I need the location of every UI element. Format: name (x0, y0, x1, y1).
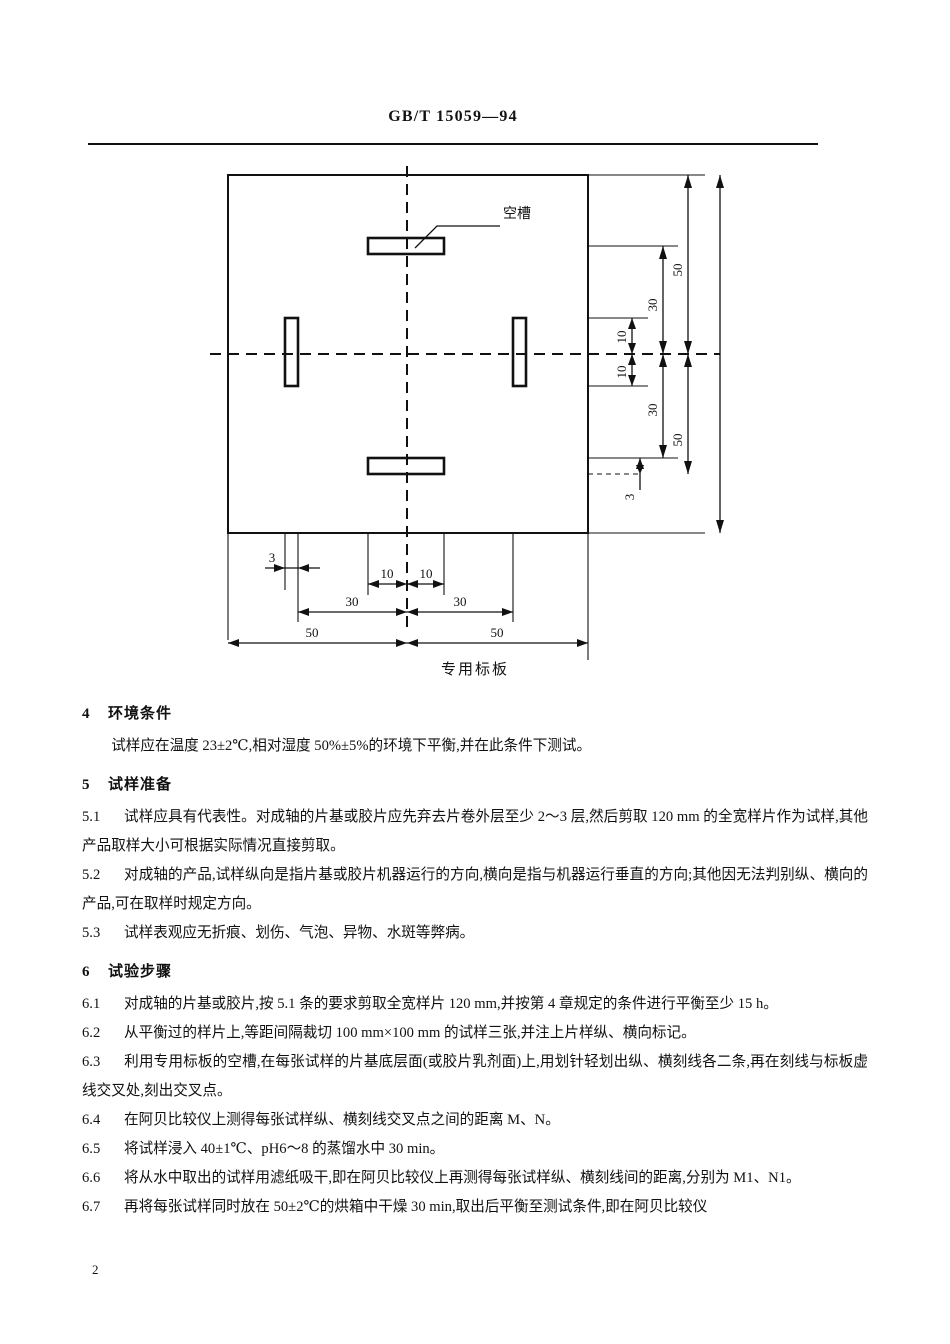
clause-text-6-2: 从平衡过的样片上,等距间隔裁切 100 mm×100 mm 的试样三张,并注上片… (124, 1025, 696, 1041)
section-title-6: 试验步骤 (108, 964, 173, 980)
section-heading-6: 6 试验步骤 (82, 958, 868, 986)
clause-number-5-1: 5.1 (82, 809, 101, 825)
dim-arrowheads-right (628, 175, 724, 533)
section-number-6: 6 (82, 964, 91, 980)
clause-text-6-6: 将从水中取出的试样用滤纸吸干,即在阿贝比较仪上再测得每张试样纵、横刻线间的距离,… (124, 1170, 801, 1186)
dim-label-bottom-50-left: 50 (306, 625, 319, 640)
slot-left-vertical (283, 316, 300, 388)
section-title-5: 试样准备 (108, 777, 173, 793)
dim-label-bottom-3: 3 (269, 550, 276, 565)
section-title-4: 环境条件 (108, 706, 173, 722)
dim-label-right-3: 3 (622, 494, 637, 501)
technical-drawing-figure: 空槽 50 30 10 10 30 50 3 3 10 10 30 30 50 … (0, 160, 950, 700)
paragraph-6-6: 6.6 将从水中取出的试样用滤纸吸干,即在阿贝比较仪上再测得每张试样纵、横刻线间的… (82, 1164, 868, 1193)
page-header: GB/T 15059—94 (88, 108, 818, 126)
clause-number-6-6: 6.6 (82, 1170, 101, 1186)
clause-text-5-1: 试样应具有代表性。对成轴的片基或胶片应先弃去片卷外层至少 2～3 层,然后剪取 … (82, 809, 868, 854)
figure-caption: 专用标板 (440, 662, 509, 678)
section-heading-5: 5 试样准备 (82, 771, 868, 799)
clause-number-6-5: 6.5 (82, 1141, 101, 1157)
clause-text-5-3: 试样表观应无折痕、划伤、气泡、异物、水斑等弊病。 (124, 925, 475, 941)
clause-number-5-3: 5.3 (82, 925, 101, 941)
slot-top-horizontal (366, 236, 446, 256)
callout-leader-line (414, 225, 500, 249)
clause-number-6-4: 6.4 (82, 1112, 101, 1128)
section-number-4: 4 (82, 706, 91, 722)
slot-bottom-horizontal (366, 456, 446, 476)
paragraph-5-3: 5.3 试样表观应无折痕、划伤、气泡、异物、水斑等弊病。 (82, 919, 868, 948)
clause-text-6-5: 将试样浸入 40±1℃、pH6～8 的蒸馏水中 30 min。 (124, 1141, 445, 1157)
dim-label-right-10-top: 10 (614, 331, 629, 344)
paragraph-6-1: 6.1 对成轴的片基或胶片,按 5.1 条的要求剪取全宽样片 120 mm,并按第… (82, 990, 868, 1019)
clause-number-5-2: 5.2 (82, 867, 101, 883)
dim-label-right-10-bottom: 10 (614, 366, 629, 379)
paragraph-6-7: 6.7 再将每张试样同时放在 50±2℃的烘箱中干燥 30 min,取出后平衡至测… (82, 1193, 868, 1222)
dim-label-bottom-10-left: 10 (381, 566, 394, 581)
document-body: 4 环境条件 试样应在温度 23±2℃,相对湿度 50%±5%的环境下平衡,并在此… (82, 700, 868, 1222)
clause-text-6-1: 对成轴的片基或胶片,按 5.1 条的要求剪取全宽样片 120 mm,并按第 4 … (124, 996, 778, 1012)
clause-number-6-3: 6.3 (82, 1054, 101, 1070)
dim-label-right-50-bottom: 50 (670, 434, 685, 447)
clause-number-6-2: 6.2 (82, 1025, 101, 1041)
slot-right-vertical (511, 316, 528, 388)
dim-label-bottom-50-right: 50 (491, 625, 504, 640)
dim-label-bottom-30-right: 30 (454, 594, 467, 609)
header-rule (88, 143, 818, 145)
standard-number: GB/T 15059—94 (388, 108, 518, 125)
paragraph-6-5: 6.5 将试样浸入 40±1℃、pH6～8 的蒸馏水中 30 min。 (82, 1135, 868, 1164)
dim-label-right-30-bottom: 30 (645, 404, 660, 417)
dim-label-bottom-10-right: 10 (420, 566, 433, 581)
clause-text-5-2: 对成轴的产品,试样纵向是指片基或胶片机器运行的方向,横向是指与机器运行垂直的方向… (82, 867, 868, 912)
callout-label-kongcao: 空槽 (503, 206, 531, 222)
section-number-5: 5 (82, 777, 91, 793)
paragraph-4-1: 试样应在温度 23±2℃,相对湿度 50%±5%的环境下平衡,并在此条件下测试。 (111, 738, 592, 754)
dim-label-right-30-top: 30 (645, 299, 660, 312)
paragraph-6-2: 6.2 从平衡过的样片上,等距间隔裁切 100 mm×100 mm 的试样三张,并… (82, 1019, 868, 1048)
dim-arrowheads-bottom (228, 564, 588, 647)
clause-text-6-4: 在阿贝比较仪上测得每张试样纵、横刻线交叉点之间的距离 M、N。 (124, 1112, 560, 1128)
section-heading-4: 4 环境条件 (82, 700, 868, 728)
clause-number-6-1: 6.1 (82, 996, 101, 1012)
dim-label-right-50-top: 50 (670, 264, 685, 277)
paragraph-6-4: 6.4 在阿贝比较仪上测得每张试样纵、横刻线交叉点之间的距离 M、N。 (82, 1106, 868, 1135)
clause-text-6-7: 再将每张试样同时放在 50±2℃的烘箱中干燥 30 min,取出后平衡至测试条件… (124, 1199, 708, 1215)
page-number: 2 (92, 1262, 99, 1277)
clause-text-6-3: 利用专用标板的空槽,在每张试样的片基底层面(或胶片乳剂面)上,用划针轻划出纵、横… (82, 1054, 868, 1099)
dim-label-bottom-30-left: 30 (346, 594, 359, 609)
standard-plate-drawing: 空槽 50 30 10 10 30 50 3 3 10 10 30 30 50 … (210, 166, 724, 660)
clause-number-6-7: 6.7 (82, 1199, 101, 1215)
